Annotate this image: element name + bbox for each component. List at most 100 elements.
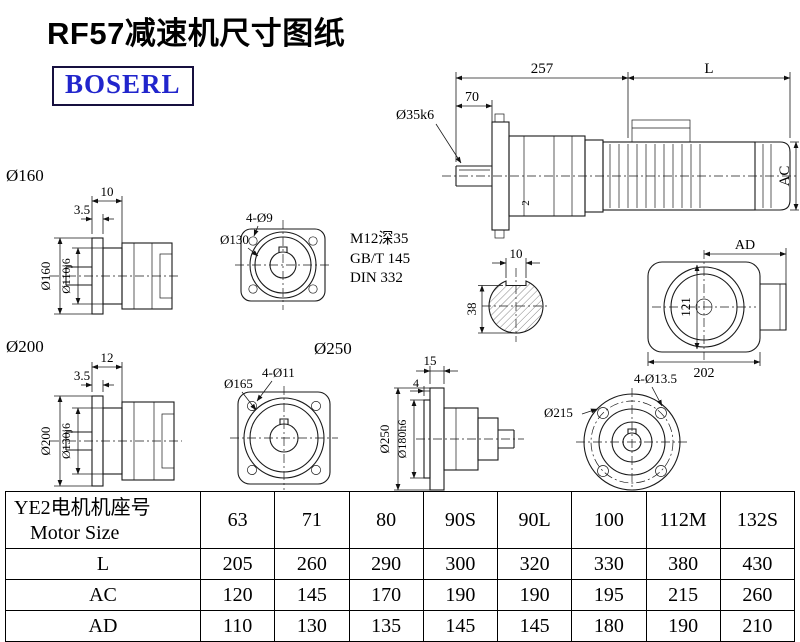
value-cell: 210 — [719, 610, 796, 642]
ext-lines — [423, 366, 445, 396]
dim-4d11-leader — [256, 380, 273, 402]
flange-160-side-view: Ø160 10 3.5 Ø160 Ø110j6 — [6, 166, 180, 315]
shaft-section — [488, 280, 544, 334]
circle-outer — [583, 393, 681, 491]
dim-ac-label: AC — [777, 166, 793, 187]
dim-4d135-label: 4-Ø13.5 — [634, 371, 677, 386]
value-cell: 110 — [199, 610, 276, 642]
flange-250-side-view: 15 4 Ø250 Ø180h6 — [377, 353, 524, 491]
ext-lines — [91, 196, 123, 244]
value-cell: 300 — [422, 548, 499, 580]
row-label: AC — [5, 579, 201, 611]
section-label-250: Ø250 — [314, 339, 352, 358]
value-cell: 120 — [199, 579, 276, 611]
bolt-hole — [248, 284, 258, 294]
section-label-200: Ø200 — [6, 337, 44, 356]
gearbox-detail-lines — [523, 136, 573, 216]
bolt-circle — [590, 400, 674, 484]
keyway — [278, 246, 288, 253]
note-m12: M12深35 — [350, 230, 408, 247]
bolt-hole — [655, 465, 667, 477]
bolt-hole — [247, 401, 257, 411]
row-label: L — [5, 548, 201, 580]
bolt-hole — [597, 465, 609, 477]
keyway — [279, 418, 289, 425]
note-din332: DIN 332 — [350, 270, 403, 286]
table-row-AC: AC 120 145 170 190 190 195 215 260 — [5, 579, 796, 611]
value-cell: 190 — [645, 610, 721, 642]
dim-202-label: 202 — [694, 366, 715, 381]
value-cell: 260 — [274, 548, 350, 580]
table-header-row: YE2电机机座号 Motor Size 63 71 80 90S 90L 100… — [5, 491, 796, 549]
dim-10-label: 10 — [101, 184, 114, 199]
motor-fins — [609, 144, 701, 208]
d130j6-label: Ø130j6 — [59, 423, 73, 459]
motor-size-header-en: Motor Size — [30, 522, 120, 544]
value-cell: 380 — [645, 548, 721, 580]
motor-rear-view: AD 121 202 — [647, 238, 787, 381]
value-cell: 190 — [422, 579, 499, 611]
note-gbt145: GB/T 145 — [350, 251, 410, 267]
value-cell: 290 — [348, 548, 424, 580]
circle-bore — [269, 251, 297, 279]
dim-d165-leader — [241, 391, 257, 411]
value-cell: 430 — [719, 548, 796, 580]
fan-cover — [755, 141, 791, 211]
value-cell: 130 — [274, 610, 350, 642]
flange-bolt-top — [494, 113, 505, 123]
flange-outline — [240, 228, 326, 302]
bolt-hole — [308, 236, 318, 246]
dimension-table: YE2电机机座号 Motor Size 63 71 80 90S 90L 100… — [5, 491, 796, 642]
fan-cover-slots — [762, 144, 772, 208]
circle-spigot — [598, 408, 666, 476]
housing-rear — [477, 417, 499, 461]
column-header: 100 — [571, 491, 647, 549]
terminal-box-side — [760, 283, 787, 331]
table-row-L: L 205 260 290 300 320 330 380 430 — [5, 548, 796, 580]
ext-lines-top — [455, 72, 791, 162]
column-header: 90L — [496, 491, 573, 549]
value-cell: 215 — [645, 579, 721, 611]
flange-165-face-view: Ø250 4-Ø11 Ø165 — [224, 339, 352, 490]
ext-lines — [91, 362, 123, 406]
housing-step — [161, 413, 175, 469]
dim-d130-label: Ø130 — [220, 232, 249, 247]
housing-lines — [133, 402, 155, 480]
value-cell: 190 — [496, 579, 573, 611]
column-header: 90S — [422, 491, 499, 549]
dim-4d11-label: 4-Ø11 — [262, 365, 295, 380]
value-cell: 135 — [348, 610, 424, 642]
dim-d215-label: Ø215 — [544, 405, 573, 420]
bolt-hole — [247, 465, 257, 475]
dim-d215-leader — [581, 408, 598, 415]
flange-outline — [237, 391, 331, 485]
dim-2-label: 2 — [520, 200, 532, 206]
d160-label: Ø160 — [38, 262, 53, 291]
dim-38-label: 38 — [464, 303, 479, 316]
assembly-side-view: 257 L 70 Ø35k6 2 AC — [396, 61, 799, 239]
bolt-hole — [308, 284, 318, 294]
section-label-160: Ø160 — [6, 166, 44, 185]
shaft-diameter-label: Ø35k6 — [396, 108, 434, 123]
d250-label: Ø250 — [377, 425, 392, 454]
housing-lines — [133, 243, 153, 309]
d200-label: Ø200 — [38, 427, 53, 456]
technical-drawing: 257 L 70 Ø35k6 2 AC Ø160 10 3.5 Ø160 Ø11… — [6, 61, 799, 491]
circle-hub — [611, 421, 653, 463]
dim-35-label: 3.5 — [74, 368, 90, 383]
dim-15-label: 15 — [424, 353, 437, 368]
bolt-hole — [655, 407, 667, 419]
value-cell: 180 — [571, 610, 647, 642]
shaft-leader — [435, 123, 462, 164]
circle-outer — [249, 231, 317, 299]
boserl-logo: BOSERL — [52, 66, 194, 106]
circle-spigot — [254, 236, 312, 294]
bolt-hole — [311, 401, 321, 411]
keyway — [627, 428, 637, 434]
motor-size-header-cn: YE2电机机座号 — [14, 497, 151, 519]
circle-bore — [269, 423, 299, 453]
bolt-hole — [311, 465, 321, 475]
flange-215-face-view: 4-Ø13.5 Ø215 — [544, 371, 688, 491]
dim-70-label: 70 — [465, 90, 479, 105]
value-cell: 170 — [348, 579, 424, 611]
